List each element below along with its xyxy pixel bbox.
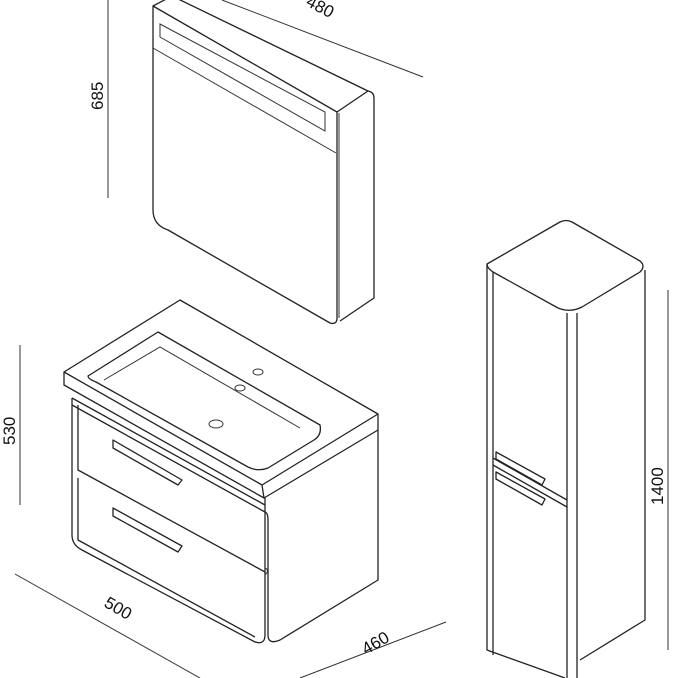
svg-text:685: 685 bbox=[88, 82, 107, 110]
mirror-cabinet bbox=[152, 0, 375, 325]
drawer-handle-top bbox=[112, 439, 183, 486]
svg-text:530: 530 bbox=[0, 417, 19, 445]
drain-hole bbox=[208, 419, 224, 429]
dimension-480: 480 bbox=[221, 0, 424, 78]
svg-text:480: 480 bbox=[303, 0, 337, 22]
door-split bbox=[492, 457, 568, 508]
door-handle-bottom bbox=[495, 471, 546, 506]
drawer-handle-bottom bbox=[112, 507, 183, 553]
dimension-1400: 1400 bbox=[648, 290, 669, 650]
tall-cabinet bbox=[486, 219, 646, 678]
dimension-500: 500 bbox=[14, 573, 201, 678]
dimension-685: 685 bbox=[88, 0, 109, 198]
vanity-unit bbox=[63, 299, 379, 644]
svg-text:1400: 1400 bbox=[648, 467, 667, 505]
dimension-530: 530 bbox=[0, 345, 21, 505]
led-strip bbox=[159, 23, 326, 132]
sink-basin bbox=[87, 331, 322, 471]
dimension-460: 460 bbox=[299, 621, 447, 678]
svg-text:500: 500 bbox=[101, 593, 135, 624]
door-handle-top bbox=[495, 451, 546, 486]
tap-hole bbox=[252, 368, 264, 376]
